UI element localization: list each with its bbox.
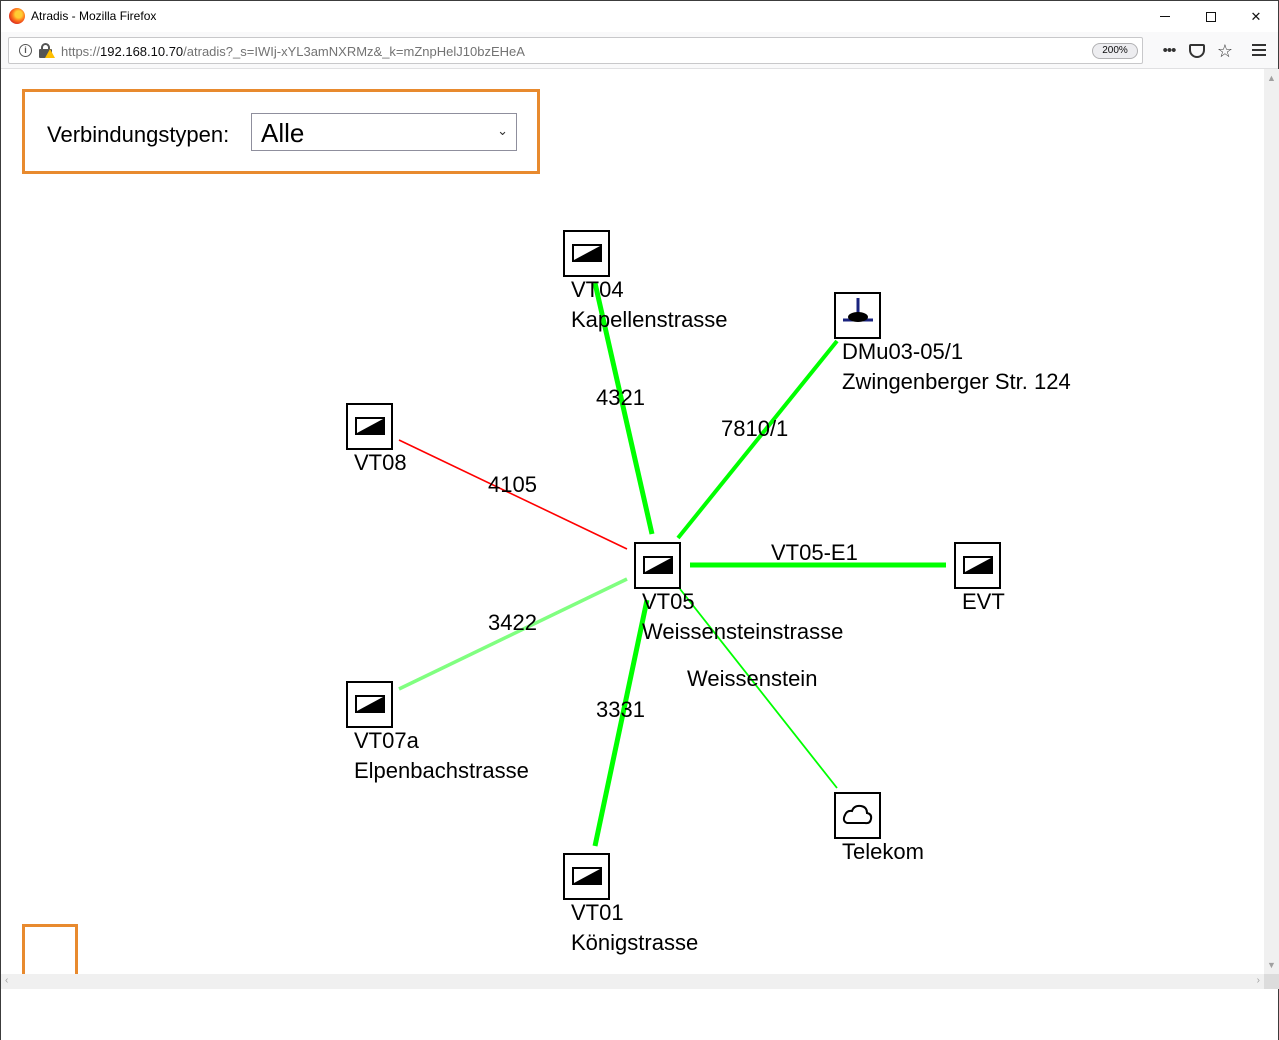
edge-label-vt07a: 3422 — [488, 610, 537, 635]
hamburger-menu-icon[interactable] — [1249, 41, 1269, 61]
edge-vt08[interactable] — [398, 439, 628, 550]
node-name: DMu03-05/1 — [842, 339, 963, 364]
edge-dmu03[interactable] — [676, 339, 839, 540]
minimize-icon — [1160, 16, 1170, 17]
edge-label-telekom: Weissenstein — [687, 666, 817, 691]
orange-corner-box[interactable] — [22, 924, 78, 974]
node-name: VT08 — [354, 450, 407, 475]
edge-label-vt01: 3331 — [596, 697, 645, 722]
pocket-icon[interactable] — [1187, 41, 1207, 61]
node-subtitle: Königstrasse — [571, 930, 698, 955]
scroll-down-icon[interactable]: ▼ — [1267, 960, 1276, 970]
edge-vt01[interactable] — [592, 599, 650, 847]
url-text[interactable]: https://192.168.10.70/atradis?_s=IWIj-xY… — [61, 44, 525, 59]
scroll-left-icon[interactable]: ‹ — [5, 975, 9, 986]
zoom-level-badge[interactable]: 200% — [1092, 43, 1138, 59]
filter-panel: Verbindungstypen: Alle ⌄ — [22, 89, 540, 174]
node-name: Telekom — [842, 839, 924, 864]
node-name: VT05 — [642, 589, 695, 614]
node-telekom[interactable]: Telekom — [834, 792, 924, 864]
edge-label-evt: VT05-E1 — [771, 540, 858, 565]
edge-vt07a[interactable] — [398, 577, 628, 691]
edge-label-vt08: 4105 — [488, 472, 537, 497]
node-subtitle: Zwingenberger Str. 124 — [842, 369, 1071, 394]
node-name: VT04 — [571, 277, 624, 302]
connection-type-select[interactable]: Alle ⌄ — [251, 113, 517, 151]
maximize-button[interactable] — [1188, 1, 1234, 32]
node-subtitle: Kapellenstrasse — [571, 307, 728, 332]
title-bar: Atradis - Mozilla Firefox ✕ — [1, 1, 1278, 32]
window-bottom — [1, 989, 1278, 1040]
close-button[interactable]: ✕ — [1233, 1, 1279, 32]
edge-telekom[interactable] — [679, 588, 838, 789]
bookmark-star-icon[interactable]: ☆ — [1216, 41, 1234, 61]
chevron-down-icon: ⌄ — [497, 123, 508, 138]
horizontal-scrollbar[interactable]: ‹ › — [1, 974, 1264, 989]
edge-label-vt04: 4321 — [596, 385, 645, 410]
connection-type-value: Alle — [261, 118, 305, 148]
more-icon[interactable]: ••• — [1162, 42, 1177, 59]
url-bar[interactable]: i https://192.168.10.70/atradis?_s=IWIj-… — [8, 37, 1143, 64]
filter-label: Verbindungstypen: — [47, 122, 230, 147]
scroll-right-icon[interactable]: › — [1256, 975, 1260, 986]
lock-warning-icon[interactable] — [39, 43, 55, 58]
edge-vt04[interactable] — [592, 282, 655, 535]
node-subtitle: Weissensteinstrasse — [642, 619, 843, 644]
node-name: EVT — [962, 589, 1005, 614]
node-vt08[interactable]: VT08 — [346, 403, 407, 475]
scroll-up-icon[interactable]: ▲ — [1267, 73, 1276, 83]
vertical-scrollbar[interactable]: ▲ ▼ — [1264, 69, 1279, 974]
node-evt[interactable]: EVT — [954, 542, 1005, 614]
edge-label-dmu03: 7810/1 — [721, 416, 788, 441]
firefox-logo-icon — [9, 8, 25, 24]
window-title: Atradis - Mozilla Firefox — [31, 9, 157, 23]
node-name: VT01 — [571, 900, 624, 925]
maximize-icon — [1206, 11, 1216, 22]
navigation-toolbar: i https://192.168.10.70/atradis?_s=IWIj-… — [1, 32, 1278, 69]
node-subtitle: Elpenbachstrasse — [354, 758, 529, 783]
node-name: VT07a — [354, 728, 420, 753]
minimize-button[interactable] — [1142, 1, 1188, 32]
close-icon: ✕ — [1250, 8, 1262, 24]
info-icon[interactable]: i — [19, 44, 32, 57]
scrollbar-corner — [1264, 974, 1279, 989]
